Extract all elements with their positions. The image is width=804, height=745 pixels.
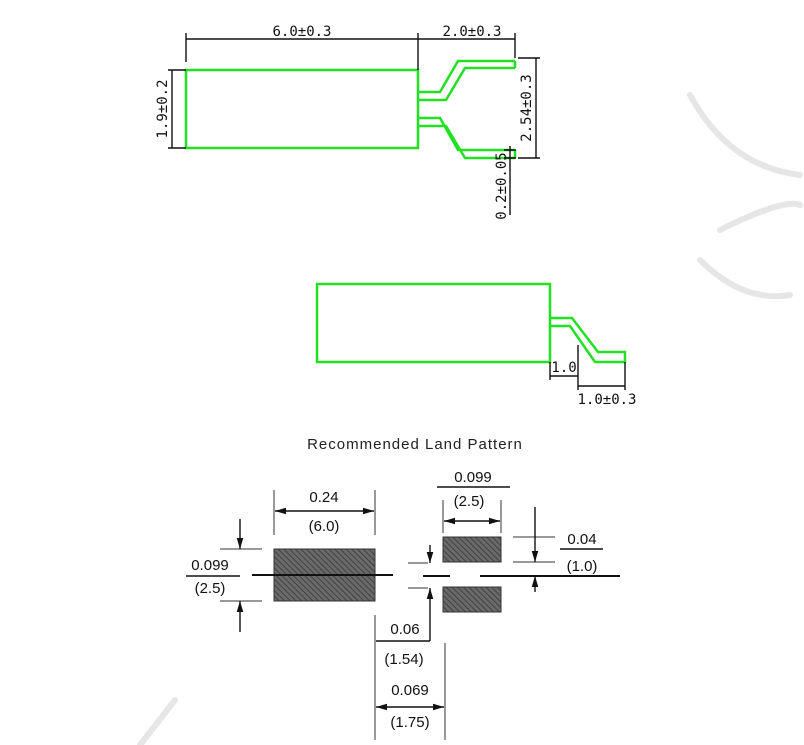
pad-gap-in: 0.06 xyxy=(390,621,419,638)
lower-lead xyxy=(418,116,517,160)
length-dimension: 6.0±0.3 xyxy=(272,24,331,40)
width-dimension: 1.9±0.2 xyxy=(155,79,171,138)
small-pad-upper xyxy=(442,536,502,563)
component-body-outline xyxy=(184,68,420,150)
upper-lead xyxy=(418,59,517,102)
lead-thickness-dimension: 0.2±0.05 xyxy=(494,152,510,219)
watermark xyxy=(137,92,803,745)
large-pad-length-mm: (6.0) xyxy=(309,518,340,535)
lead-length-dimension: 2.0±0.3 xyxy=(442,24,501,40)
pad-spacing-mm: (1.75) xyxy=(390,714,429,731)
land-pattern-title: Recommended Land Pattern xyxy=(307,436,523,453)
large-pad-width-mm: (2.5) xyxy=(195,580,226,597)
top-view: 6.0±0.3 2.0±0.3 1.9±0.2 2.54±0.3 0.2±0.0… xyxy=(155,24,540,220)
small-pad-width-in: 0.04 xyxy=(567,531,596,548)
large-pad-width-in: 0.099 xyxy=(191,557,229,574)
large-pad-length-in: 0.24 xyxy=(309,489,338,506)
small-pad-width-mm: (1.0) xyxy=(567,558,598,575)
standoff-dimension: 1.0 xyxy=(551,360,576,376)
component-body-side-outline xyxy=(315,282,552,364)
small-pad-lower xyxy=(442,586,502,613)
pad-gap-mm: (1.54) xyxy=(384,651,423,668)
side-lead xyxy=(550,316,627,364)
small-pad-length-in: 0.099 xyxy=(454,469,492,486)
pad-spacing-in: 0.069 xyxy=(391,682,429,699)
small-pad-length-mm: (2.5) xyxy=(454,493,485,510)
lead-pitch-dimension: 2.54±0.3 xyxy=(519,74,535,141)
side-view: 1.0 1.0±0.3 xyxy=(315,282,637,408)
land-pattern: 0.24 (6.0) 0.099 (2.5) 0.099 (2.5) 0.04 … xyxy=(186,469,620,740)
lead-extension-dimension: 1.0±0.3 xyxy=(577,392,636,408)
